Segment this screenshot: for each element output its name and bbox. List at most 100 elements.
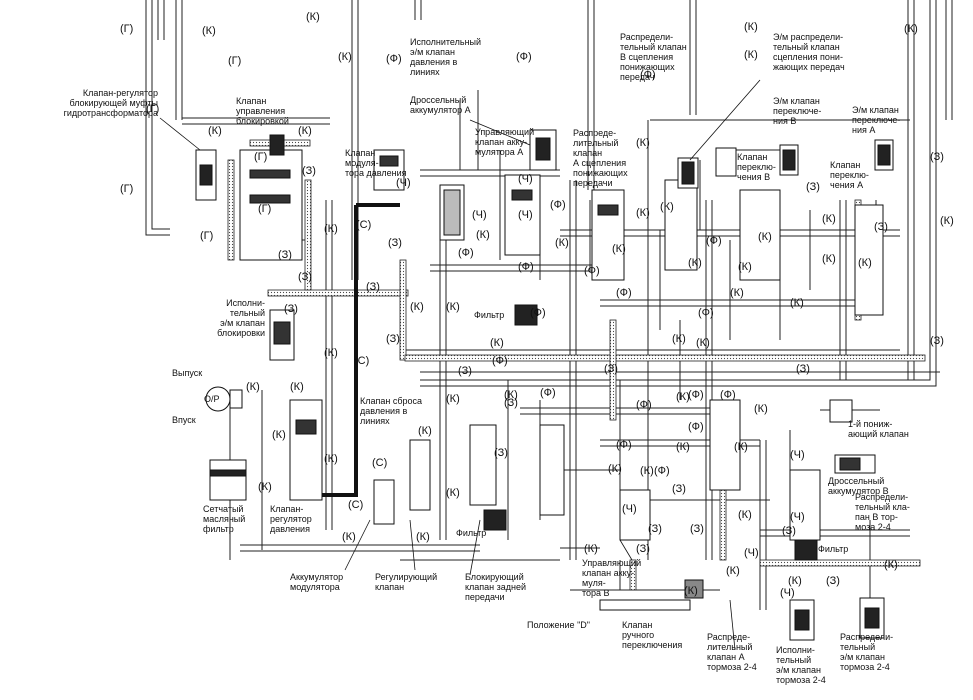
label-line: тельный клапан [620,42,687,52]
label-line: клапан акку- [582,568,634,578]
label-line: клапан [375,582,404,592]
valve-components [195,129,894,641]
label-line: Э/м клапан [773,96,820,106]
label-line: тормоза 2-4 [840,662,890,672]
filter-right-label: Фильтр [818,544,848,554]
label-line: масляный [203,514,245,524]
label-line: передач [620,72,655,82]
code-k: (К) [446,393,460,405]
code-k: (К) [258,481,272,493]
code-k: (К) [490,337,504,349]
label-line: модуля- [345,158,379,168]
outlet-label: Выпуск [172,368,202,378]
label-line: Распредели- [620,32,673,42]
code-z: (З) [796,363,810,375]
code-k: (К) [904,23,918,35]
code-k: (К) [738,509,752,521]
label-line: Клапан [622,620,652,630]
code-k: (К) [788,575,802,587]
label-line: Клапан [345,148,375,158]
code-z: (З) [458,365,472,377]
code-z: (З) [298,271,312,283]
code-f: (Ф) [540,387,556,399]
label-line: Распредели- [840,632,893,642]
code-z: (З) [806,181,820,193]
code-f: (Ф) [518,261,534,273]
code-k: (К) [410,301,424,313]
code-k: (К) [342,531,356,543]
code-k: (К) [734,441,748,453]
label-line: Блокирующий [465,572,524,582]
code-z: (З) [930,151,944,163]
code-k: (К) [208,125,222,137]
code-k: (К) [446,301,460,313]
code-z: (З) [648,523,662,535]
code-z: (З) [494,447,508,459]
code-k: (К) [636,207,650,219]
code-k: (К) [688,257,702,269]
code-k: (К) [608,463,622,475]
code-z: (З) [366,281,380,293]
code-z: (З) [636,543,650,555]
label-line: переклю- [737,162,776,172]
brake24-dist-b-label: Распредели-тельный кла-пан В тор-моза 2-… [855,492,910,532]
code-z: (З) [278,249,292,261]
code-z: (З) [388,237,402,249]
label-line: ния В [773,116,796,126]
code-ch: (Ч) [790,511,805,523]
code-k: (К) [446,487,460,499]
label-line: Распреде- [707,632,750,642]
code-k: (К) [555,237,569,249]
label-line: линиях [410,67,440,77]
label-line: пан В тор- [855,512,898,522]
first-downshift-valve-label: 1-й пониж-ающий клапан [848,419,909,439]
label-line: клапан акку- [475,137,527,147]
code-z: (З) [826,575,840,587]
code-k: (К) [744,49,758,61]
label-line: сцепления пони- [773,52,843,62]
code-k: (К) [790,297,804,309]
label-line: давления в [410,57,457,67]
label-line: передачи [465,592,504,602]
code-k: (К) [416,531,430,543]
label-line: Клапан [737,152,767,162]
label-line: клапан [573,148,602,158]
code-k: (К) [676,391,690,403]
label-line: Дроссельный [828,476,884,486]
label-line: переключе- [773,106,821,116]
label-line: переключения [622,640,682,650]
code-z: (З) [930,335,944,347]
label-line: Управляющий [475,127,534,137]
code-k: (К) [726,565,740,577]
code-k: (К) [202,25,216,37]
code-g: (Г) [200,230,213,242]
code-k: (К) [940,215,954,227]
label-line: блокирующей муфты [69,98,158,108]
label-line: Клапан- [270,504,303,514]
code-z: (З) [302,165,316,177]
label-line: 1-й пониж- [848,419,892,429]
label-line: тельный [776,655,811,665]
code-k: (К) [684,585,698,597]
code-k: (К) [744,21,758,33]
code-z: (З) [504,397,518,409]
code-f: (Ф) [720,389,736,401]
code-k: (К) [324,223,338,235]
label-line: регулятор [270,514,312,524]
code-z: (З) [672,483,686,495]
label-line: тормоза 2-4 [707,662,757,672]
code-k: (К) [640,465,654,477]
code-k: (К) [738,261,752,273]
code-k: (К) [290,381,304,393]
code-k: (К) [758,231,772,243]
code-f: (Ф) [530,307,546,319]
